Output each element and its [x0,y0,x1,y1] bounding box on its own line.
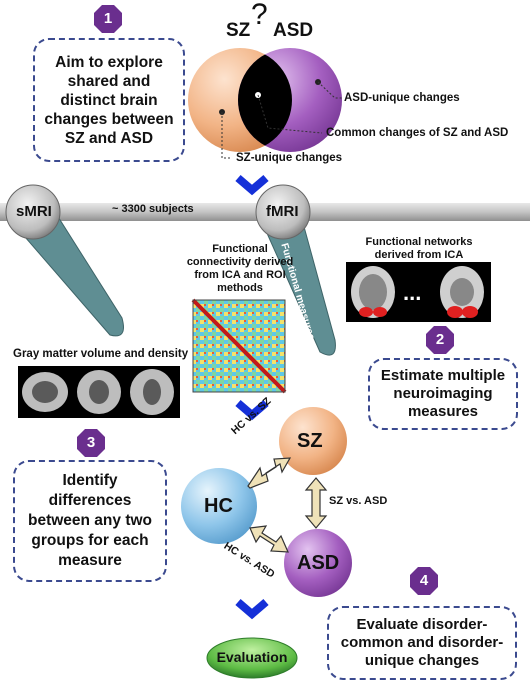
question-mark: ? [251,0,268,31]
chevron-1-icon [235,174,269,196]
common-overlap [238,48,292,152]
step-3-text: Identify differences between any two gro… [27,472,153,569]
asd-group-circle [284,529,352,597]
ellipsis-label: ... [403,280,422,305]
venn-diagram [188,48,342,159]
chevron-3-icon [235,598,269,620]
sz-group-circle [279,407,347,475]
group-asd-label: ASD [297,552,340,574]
hc-asd-arrow [249,525,289,553]
sz-asd-arrow [304,477,328,529]
smri-label: sMRI [16,203,52,220]
sz-unique-label: SZ-unique changes [236,152,343,164]
gray-matter-images [18,366,180,418]
step-3-number: 3 [86,434,96,451]
functional-connectivity-label: Functional connectivity derived from ICA… [186,243,294,294]
hc-sz-arrow [247,457,292,489]
venn-asd-label: ASD [273,20,314,41]
step-1-text: Aim to explore shared and distinct brain… [44,53,174,147]
step-4-number: 4 [419,572,429,589]
functional-networks-label: Functional networks derived from ICA [365,236,473,261]
common-changes-label: Common changes of SZ and ASD [326,127,509,139]
hc-group-circle [181,468,257,544]
group-sz-label: SZ [297,430,323,452]
step-1-number: 1 [103,10,113,27]
step-3-box: Identify differences between any two gro… [13,460,167,582]
step-4-box: Evaluate disorder-common and disorder-un… [327,606,517,680]
evaluation-ellipse [206,637,298,679]
venn-sz-label: SZ [226,20,251,41]
step-2-text: Estimate multiple neuroimaging measures [380,367,506,420]
chevron-2-icon [235,399,269,421]
gray-matter-label: Gray matter volume and density [13,348,189,360]
connectivity-matrix [191,298,287,394]
step-2-box: Estimate multiple neuroimaging measures [368,358,518,430]
step-4-text: Evaluate disorder-common and disorder-un… [340,616,504,669]
smri-knob [5,184,61,240]
fmri-label: fMRI [266,203,299,220]
subjects-label: ~ 3300 subjects [112,203,194,215]
sz-vs-asd-label: SZ vs. ASD [329,495,388,507]
functional-network-images [346,262,491,322]
evaluation-label: Evaluation [216,649,288,665]
step-2-number: 2 [435,331,445,348]
fmri-knob [255,184,311,240]
step-3-badge: 3 [76,428,106,458]
step-1-badge: 1 [93,4,123,34]
asd-unique-label: ASD-unique changes [344,92,460,104]
group-hc-label: HC [204,495,233,517]
step-4-badge: 4 [409,566,439,596]
step-1-box: Aim to explore shared and distinct brain… [33,38,185,162]
step-2-badge: 2 [425,325,455,355]
functional-arm [261,204,336,356]
